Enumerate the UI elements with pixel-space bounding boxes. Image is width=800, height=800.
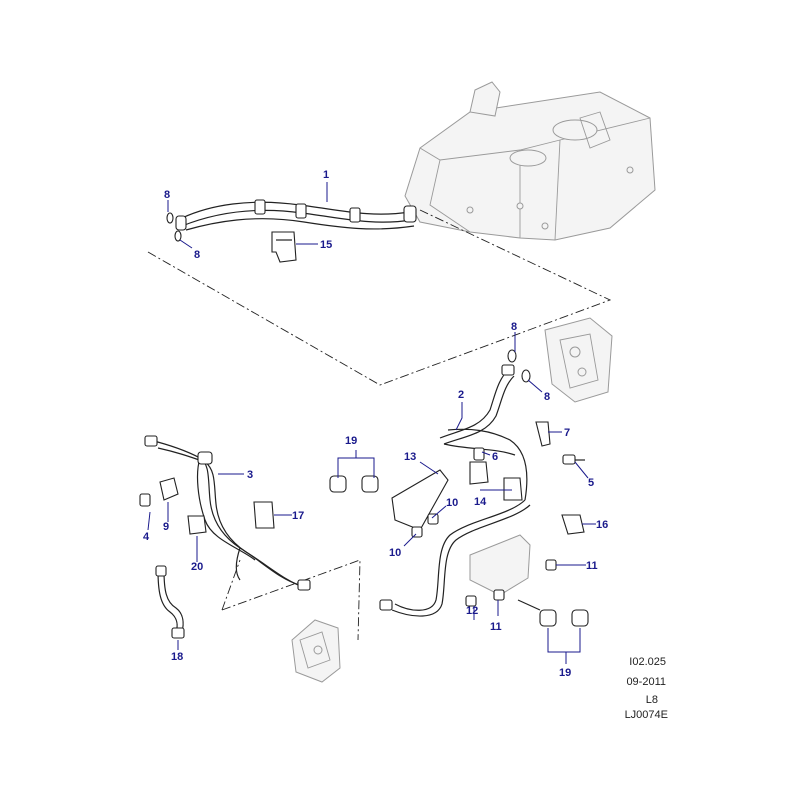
clip-16 <box>561 514 585 535</box>
bushing-pair-upper <box>329 475 379 493</box>
callout-11-a: 11 <box>586 560 598 572</box>
heat-shield-13 <box>391 469 449 531</box>
callout-12: 12 <box>466 605 478 617</box>
clip-4 <box>139 493 151 507</box>
callout-8-upper-b: 8 <box>194 249 200 261</box>
callout-19-lower: 19 <box>559 667 571 679</box>
bushing-pair-lower <box>517 599 589 627</box>
callout-11-b: 11 <box>490 621 502 633</box>
bracket-7 <box>535 421 551 447</box>
callout-15: 15 <box>320 239 332 251</box>
callout-17: 17 <box>292 510 304 522</box>
mount-bracket-illustration <box>291 619 341 683</box>
clip-14 <box>469 461 523 501</box>
callout-18: 18 <box>171 651 183 663</box>
fuel-tube-2 <box>439 364 528 501</box>
clip-20 <box>187 515 207 535</box>
callout-10-b: 10 <box>389 547 401 559</box>
reference-line-3: L8 <box>646 694 658 706</box>
callout-labels: 1 2 3 4 5 6 7 8 8 8 8 9 10 10 11 11 12 1… <box>143 169 608 679</box>
lower-shield-plate <box>469 534 531 596</box>
callout-8-right-b: 8 <box>544 391 550 403</box>
reference-line-1: I02.025 <box>629 656 666 668</box>
callout-2: 2 <box>458 389 464 401</box>
o-ring-upper-left <box>166 212 182 242</box>
callout-6: 6 <box>492 451 498 463</box>
assembly-boundary-lines <box>147 209 612 641</box>
engine-bracket-illustration <box>544 317 613 403</box>
callout-1: 1 <box>323 169 329 181</box>
bolt-11 <box>493 559 557 601</box>
clip-bracket-15 <box>271 231 297 263</box>
callout-19-upper: 19 <box>345 435 357 447</box>
callout-4: 4 <box>143 531 150 543</box>
fuel-tube-lower <box>379 499 531 617</box>
callout-20: 20 <box>191 561 203 573</box>
callout-14: 14 <box>474 496 487 508</box>
callout-3: 3 <box>247 469 253 481</box>
reference-block: I02.025 09-2011 L8 LJ0074E <box>625 656 668 721</box>
hose-18 <box>155 565 185 639</box>
callout-7: 7 <box>564 427 570 439</box>
bolt-10 <box>411 513 439 538</box>
callout-10-a: 10 <box>446 497 458 509</box>
callout-9: 9 <box>163 521 169 533</box>
bolt-5 <box>562 454 585 465</box>
reference-line-2: 09-2011 <box>626 676 666 688</box>
callout-5: 5 <box>588 477 594 489</box>
clip-12 <box>465 595 477 607</box>
callout-8-upper-a: 8 <box>164 189 170 201</box>
clip-6 <box>473 447 485 461</box>
bracket-9 <box>159 477 179 501</box>
callout-13: 13 <box>404 451 416 463</box>
fuel-tank-illustration <box>404 81 656 241</box>
callout-8-right-a: 8 <box>511 321 517 333</box>
callout-16: 16 <box>596 519 608 531</box>
clip-17 <box>253 501 275 529</box>
leader-lines <box>147 182 596 664</box>
fuel-tube-3 <box>144 435 311 591</box>
o-ring-right <box>507 349 531 383</box>
fuel-tube-upper <box>175 199 417 231</box>
reference-line-4: LJ0074E <box>625 709 668 721</box>
